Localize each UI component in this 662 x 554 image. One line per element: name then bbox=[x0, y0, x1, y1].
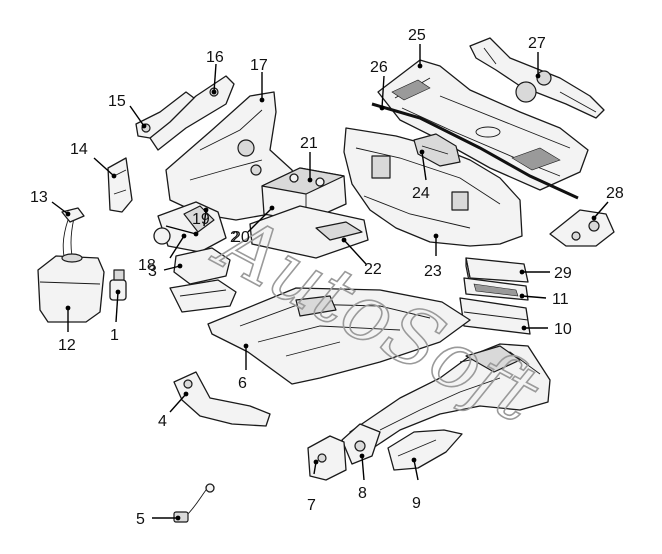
part-crossmember bbox=[173, 371, 271, 427]
callout-8: 8 bbox=[358, 485, 367, 502]
callout-25: 25 bbox=[408, 27, 426, 44]
callout-19: 19 bbox=[192, 211, 210, 228]
part-sensor-cable bbox=[173, 483, 215, 523]
callout-11: 11 bbox=[552, 291, 569, 308]
callout-1: 1 bbox=[110, 327, 119, 344]
part-bracket-28 bbox=[549, 209, 615, 247]
part-bracket-24 bbox=[413, 133, 461, 167]
callout-2: 2 bbox=[230, 229, 239, 246]
part-strut-bracket bbox=[135, 91, 195, 139]
leader-lines bbox=[51, 44, 609, 521]
callout-29: 29 bbox=[554, 265, 572, 282]
callout-21: 21 bbox=[300, 135, 318, 152]
part-floor-pan bbox=[207, 287, 471, 385]
callout-5: 5 bbox=[136, 511, 145, 528]
part-side-bracket bbox=[107, 157, 133, 213]
callout-23: 23 bbox=[424, 263, 442, 280]
callout-4: 4 bbox=[158, 413, 167, 430]
callout-28: 28 bbox=[606, 185, 624, 202]
callout-3: 3 bbox=[148, 263, 157, 280]
part-rear-rail-assembly bbox=[349, 343, 551, 451]
callout-26: 26 bbox=[370, 59, 388, 76]
callout-18: 18 bbox=[138, 257, 156, 274]
part-rail-end-plate bbox=[307, 435, 347, 481]
callout-16: 16 bbox=[206, 49, 224, 66]
callout-9: 9 bbox=[412, 495, 421, 512]
callout-20: 20 bbox=[232, 229, 250, 246]
part-hose-clamp bbox=[61, 207, 85, 223]
part-washer-reservoir bbox=[37, 253, 105, 323]
callout-12: 12 bbox=[58, 337, 76, 354]
part-battery-base bbox=[249, 205, 369, 259]
part-battery-tray bbox=[153, 201, 227, 253]
callout-17: 17 bbox=[250, 57, 268, 74]
callout-22: 22 bbox=[364, 261, 382, 278]
part-seal-strip bbox=[371, 102, 579, 200]
part-tray-bracket-3 bbox=[169, 247, 237, 313]
callout-13: 13 bbox=[30, 189, 48, 206]
callout-10: 10 bbox=[554, 321, 572, 338]
part-battery bbox=[261, 167, 347, 223]
part-tray-11 bbox=[463, 277, 529, 301]
part-rear-bracket bbox=[387, 429, 463, 471]
callout-15: 15 bbox=[108, 93, 126, 110]
callout-14: 14 bbox=[70, 141, 88, 158]
callout-24: 24 bbox=[412, 185, 430, 202]
callout-27: 27 bbox=[528, 35, 546, 52]
callout-7: 7 bbox=[307, 497, 316, 514]
callout-6: 6 bbox=[238, 375, 247, 392]
part-center-rail bbox=[341, 423, 381, 465]
